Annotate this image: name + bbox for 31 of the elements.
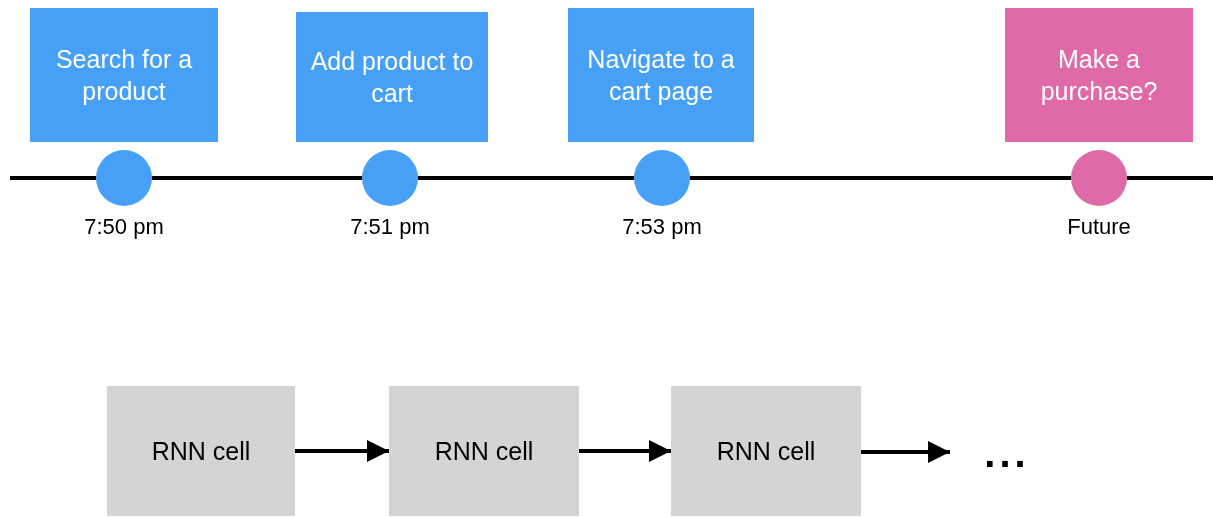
event-label: Make a purchase? [1039, 44, 1159, 107]
time-label: 7:53 pm [621, 214, 703, 240]
timeline-dot [362, 150, 418, 206]
event-label: Navigate to a cart page [586, 44, 736, 107]
time-label: 7:51 pm [349, 214, 431, 240]
timeline-dot [634, 150, 690, 206]
arrow [861, 441, 950, 463]
event-box [1005, 8, 1193, 142]
event-box [30, 8, 218, 142]
rnn-cell-box [671, 386, 861, 516]
timeline-dot [96, 150, 152, 206]
cell-label: RNN cell [434, 436, 534, 466]
arrow [579, 440, 671, 462]
event-label: Add product to cart [309, 46, 475, 109]
event-box [568, 8, 754, 142]
event-box [296, 12, 488, 142]
timeline-line [10, 176, 96, 180]
timeline-line [1127, 176, 1213, 180]
rnn-cell-box [107, 386, 295, 516]
cell-label: RNN cell [151, 436, 251, 466]
cell-label: RNN cell [716, 436, 816, 466]
time-label: 7:50 pm [83, 214, 165, 240]
ellipsis: ... [952, 426, 1062, 480]
timeline-line [152, 176, 362, 180]
timeline-dot [1071, 150, 1127, 206]
rnn-cell-box [389, 386, 579, 516]
timeline-line [690, 176, 1071, 180]
event-label: Search for a product [54, 44, 194, 107]
arrow [295, 440, 389, 462]
timeline-line [418, 176, 634, 180]
time-label: Future [1066, 214, 1132, 240]
